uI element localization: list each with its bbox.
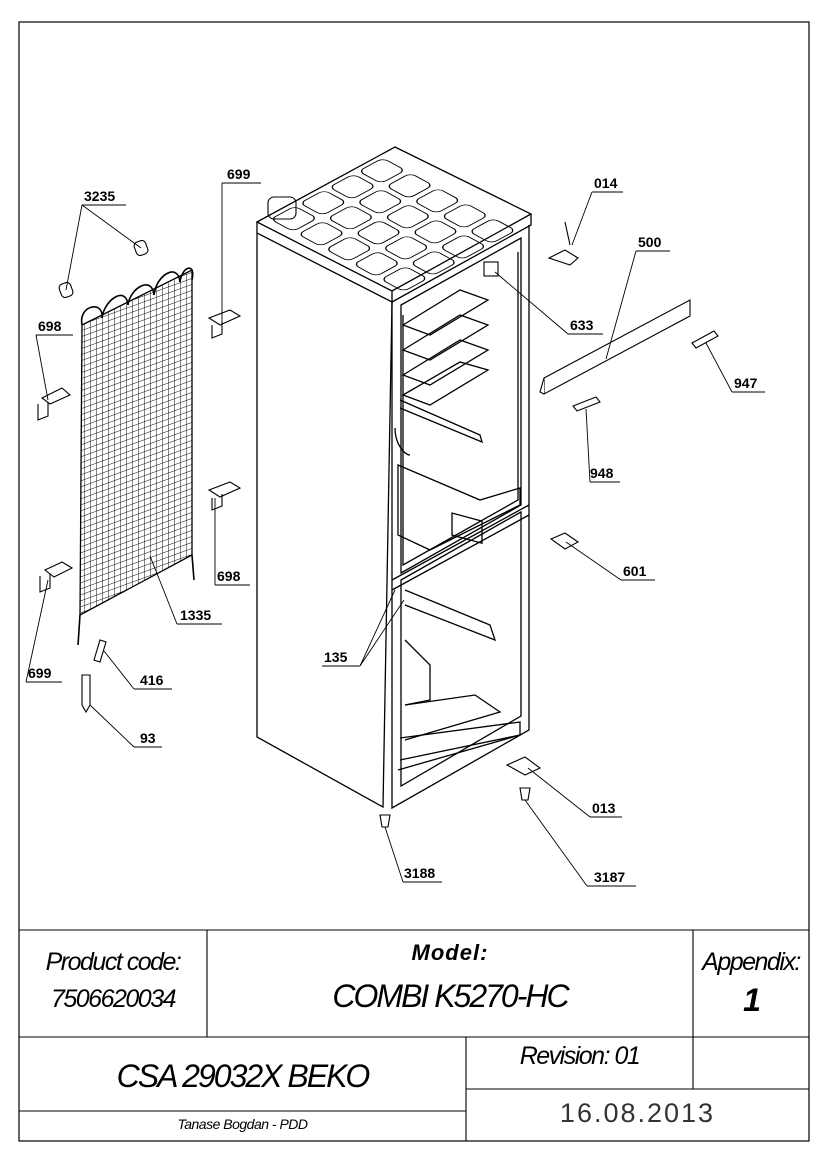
callout-699-bottom: 699 <box>28 665 52 681</box>
callout-500: 500 <box>638 234 662 250</box>
callout-93: 93 <box>140 730 156 746</box>
callout-633: 633 <box>570 317 594 333</box>
callout-699-top: 699 <box>227 166 251 182</box>
callout-601: 601 <box>623 563 647 579</box>
callout-014: 014 <box>594 175 618 191</box>
top-grille <box>272 159 514 291</box>
title-block-grid <box>19 929 809 1141</box>
title-block: Product code: 7506620034 Model: COMBI K5… <box>19 930 809 1141</box>
parts <box>37 221 719 828</box>
callout-698-right: 698 <box>217 568 241 584</box>
model-label: Model: <box>411 940 489 965</box>
condenser-1335 <box>77 267 195 646</box>
csa-code: CSA 29032X BEKO <box>116 1058 371 1094</box>
product-code-label: Product code: <box>45 948 182 976</box>
product-code-value: 7506620034 <box>50 985 177 1013</box>
drawing-frame <box>18 21 810 1142</box>
leader-lines <box>25 182 765 887</box>
author: Tanase Bogdan - PDD <box>177 1116 308 1132</box>
callout-3188: 3188 <box>404 865 435 881</box>
callout-135: 135 <box>324 649 348 665</box>
callout-3235: 3235 <box>84 188 115 204</box>
appendix-value: 1 <box>743 982 761 1018</box>
refrigerator-cabinet <box>255 146 533 810</box>
date: 16.08.2013 <box>559 1098 716 1128</box>
callout-3187: 3187 <box>594 869 625 885</box>
callout-labels: 3235 699 698 698 699 1335 416 93 014 500… <box>28 166 758 885</box>
callout-013: 013 <box>592 800 616 816</box>
callout-947: 947 <box>734 375 758 391</box>
revision: Revision: 01 <box>519 1042 641 1070</box>
callout-948: 948 <box>590 465 614 481</box>
callout-698-left: 698 <box>38 318 62 334</box>
callout-1335: 1335 <box>180 607 211 623</box>
model-value: COMBI K5270-HC <box>332 978 569 1014</box>
callout-416: 416 <box>140 672 164 688</box>
appendix-label: Appendix: <box>702 948 801 976</box>
